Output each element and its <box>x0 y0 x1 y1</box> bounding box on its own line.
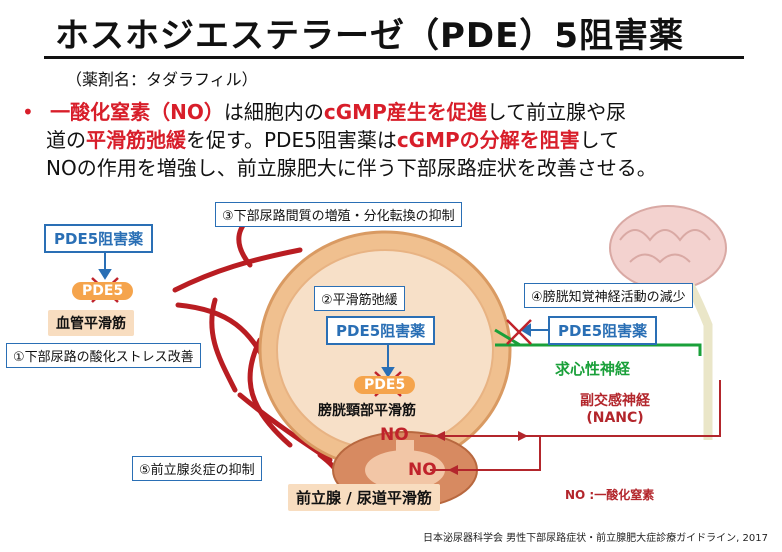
bullet-line-2: 道の平滑筋弛緩を促す。PDE5阻害薬はcGMPの分解を阻害して <box>22 126 762 154</box>
bullet-line-1: • 一酸化窒素（NO）は細胞内のcGMP産生を促進して前立腺や尿 <box>22 98 762 126</box>
no-label-bladder: NO <box>380 425 409 445</box>
prostate-urethra-label: 前立腺 / 尿道平滑筋 <box>288 484 440 511</box>
bullet-text: を促す。PDE5阻害薬は <box>186 128 397 152</box>
pde5-inhibitor-box-nerve: PDE5阻害薬 <box>548 316 658 345</box>
pde5-enzyme-vascular: PDE5 <box>72 282 134 300</box>
citation-footer: 日本泌尿器科学会 男性下部尿路症状・前立腺肥大症診療ガイドライン, 2017 <box>423 533 768 544</box>
bullet-emph: 平滑筋弛緩 <box>86 128 186 152</box>
bullet-text: 道の <box>46 128 86 152</box>
afferent-nerve-label: 求心性神経 <box>555 360 631 378</box>
no-label-prostate: NO <box>408 460 437 480</box>
bladder-neck-smooth-muscle-label: 膀胱頸部平滑筋 <box>318 403 416 419</box>
parasympathetic-nerve-label: 副交感神経 (NANC) <box>565 390 665 426</box>
no-legend: NO :一酸化窒素 <box>565 488 655 502</box>
pde5-enzyme-bladder: PDE5 <box>354 376 416 394</box>
pde5-inhibitor-box-bladder: PDE5阻害薬 <box>326 316 436 345</box>
effect-2-label: ②平滑筋弛緩 <box>314 286 405 311</box>
parasympathetic-nanc: (NANC) <box>586 410 644 426</box>
page-title: ホスホジエステラーゼ（PDE）5阻害薬 <box>55 16 685 56</box>
bullet-emph: cGMP産生を促進 <box>323 100 487 124</box>
inhibitor-arrows <box>98 252 548 378</box>
bullet-text: は細胞内の <box>223 100 324 124</box>
effect-5-label: ⑤前立腺炎症の抑制 <box>132 456 262 481</box>
title-underline <box>44 56 744 59</box>
effect-3-label: ③下部尿路間質の増殖・分化転換の抑制 <box>215 202 462 227</box>
bullet-text: して <box>579 128 620 152</box>
bullet-line-3: NOの作用を増強し、前立腺肥大に伴う下部尿路症状を改善させる。 <box>46 156 657 180</box>
effect-1-label: ①下部尿路の酸化ストレス改善 <box>6 343 201 368</box>
effect-4-label: ④膀胱知覚神経活動の減少 <box>524 283 693 308</box>
blood-vessels <box>172 209 345 503</box>
explanation-bullet: • 一酸化窒素（NO）は細胞内のcGMP産生を促進して前立腺や尿 道の平滑筋弛緩… <box>22 98 762 182</box>
parasympathetic-name: 副交感神経 <box>580 393 650 409</box>
parasympathetic-nerve-line <box>420 380 721 475</box>
bullet-emph: 一酸化窒素（NO） <box>50 100 224 124</box>
bullet-marker: • <box>22 100 34 124</box>
drug-name-subtitle: （薬剤名：タダラフィル） <box>66 70 258 89</box>
vascular-smooth-muscle-label: 血管平滑筋 <box>48 310 134 336</box>
bullet-text: して前立腺や尿 <box>486 100 627 124</box>
bullet-emph: cGMPの分解を阻害 <box>396 128 580 152</box>
afferent-nerve-line <box>494 328 702 356</box>
brain-icon <box>609 205 727 440</box>
pde5-inhibitor-box-vascular: PDE5阻害薬 <box>44 224 154 253</box>
